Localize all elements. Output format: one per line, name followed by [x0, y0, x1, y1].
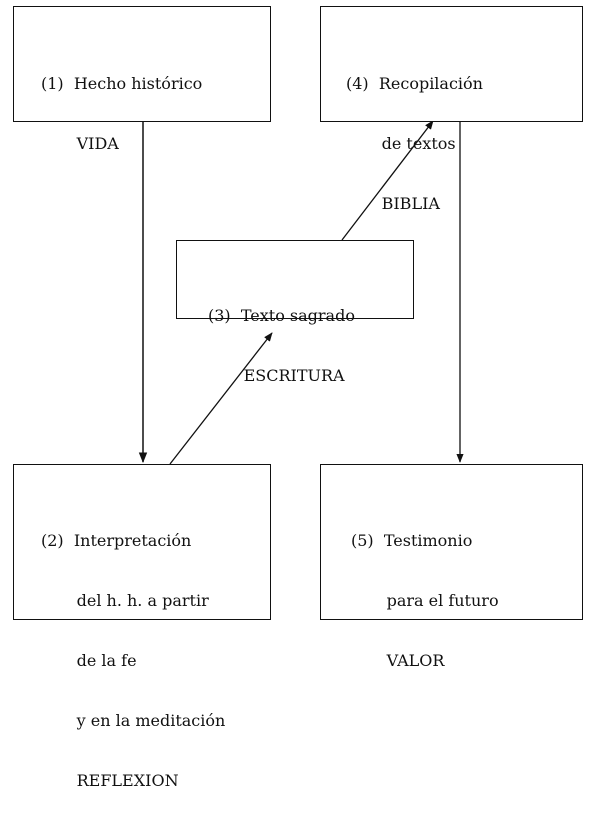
- box2-line-5: REFLEXION: [41, 771, 179, 790]
- box-interpretacion: (2) Interpretación del h. h. a partir de…: [13, 464, 271, 790]
- box2-line-1: (2) Interpretación: [41, 531, 192, 550]
- box1-line-1: (1) Hecho histórico: [41, 74, 203, 93]
- box2-line-3: de la fe: [41, 651, 137, 670]
- box5-line-3: VALOR: [351, 651, 445, 670]
- box-texto-sagrado: (3) Texto sagrado ESCRITURA: [176, 240, 414, 385]
- box2-line-2: del h. h. a partir: [41, 591, 209, 610]
- box4-line-3: BIBLIA: [346, 194, 440, 213]
- box1-line-2: VIDA: [41, 134, 119, 153]
- box-recopilacion-de-textos: (4) Recopilación de textos BIBLIA: [320, 6, 583, 213]
- box4-line-2: de textos: [346, 134, 456, 153]
- box-testimonio: (5) Testimonio para el futuro VALOR: [320, 464, 583, 670]
- arrows-layer: [138, 120, 464, 465]
- box2-line-4: y en la meditación: [41, 711, 226, 730]
- box-hecho-historico: (1) Hecho histórico VIDA: [13, 6, 271, 153]
- box4-line-1: (4) Recopilación: [346, 74, 483, 93]
- arrow-3-to-4: [341, 120, 434, 241]
- arrow-2-to-3: [169, 332, 273, 465]
- box5-line-1: (5) Testimonio: [351, 531, 473, 550]
- box3-line-2: ESCRITURA: [208, 366, 345, 385]
- box5-line-2: para el futuro: [351, 591, 499, 610]
- box3-line-1: (3) Texto sagrado: [208, 306, 355, 325]
